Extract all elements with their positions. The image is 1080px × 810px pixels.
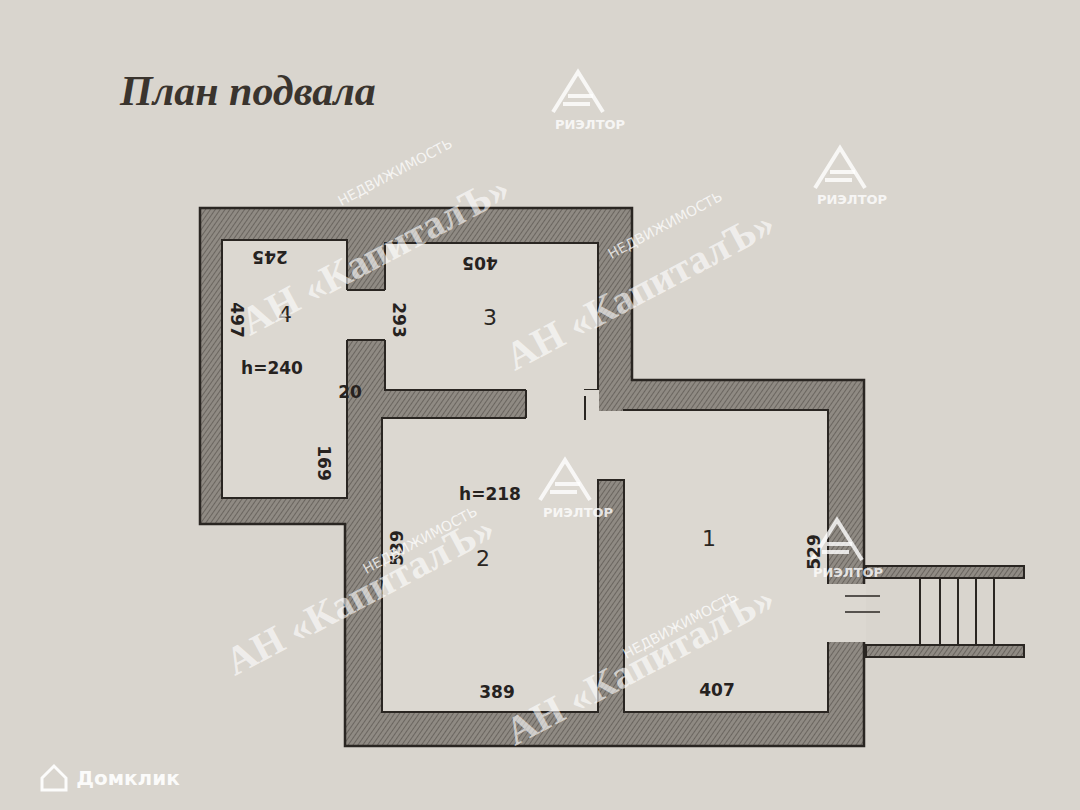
dimension: 529 <box>806 534 823 570</box>
doorway <box>826 584 866 642</box>
wall-edge <box>598 479 624 481</box>
dimension: 245 <box>252 248 288 265</box>
brand-name: Домклик <box>76 768 180 788</box>
threshold-line <box>845 611 880 613</box>
brand-icon <box>42 766 66 790</box>
plan-title: План подвала <box>120 70 376 112</box>
room-number: 1 <box>702 528 716 550</box>
watermark: РИЭЛТОР <box>817 193 887 206</box>
dimension: 389 <box>479 684 515 701</box>
dimension: 293 <box>390 302 407 338</box>
doorway <box>526 388 584 420</box>
watermark: РИЭЛТОР <box>813 566 883 579</box>
dimension: 405 <box>462 254 498 271</box>
stair-steps <box>920 578 994 645</box>
height-note: h=240 <box>241 360 303 377</box>
threshold-line <box>845 595 880 597</box>
watermark: РИЭЛТОР <box>543 506 613 519</box>
height-note: h=218 <box>459 486 521 503</box>
watermark: АН «КапиталЪ» <box>499 202 781 377</box>
room-number: 3 <box>483 307 497 329</box>
wall-edge <box>584 396 586 420</box>
dimension: 20 <box>338 384 362 401</box>
doorway <box>346 290 386 340</box>
watermark: АН «КапиталЪ» <box>499 577 781 752</box>
wall-edge <box>525 390 527 418</box>
watermark: РИЭЛТОР <box>555 118 625 131</box>
dimension: 169 <box>315 445 332 481</box>
watermark: НЕДВИЖИМОСТЬ <box>336 136 455 208</box>
stair-rail <box>866 566 1024 578</box>
doorway <box>596 411 626 479</box>
watermark: АН «КапиталЪ» <box>219 507 501 682</box>
stair-rail <box>866 645 1024 657</box>
dimension: 407 <box>699 682 735 699</box>
wall-edge <box>347 339 385 341</box>
